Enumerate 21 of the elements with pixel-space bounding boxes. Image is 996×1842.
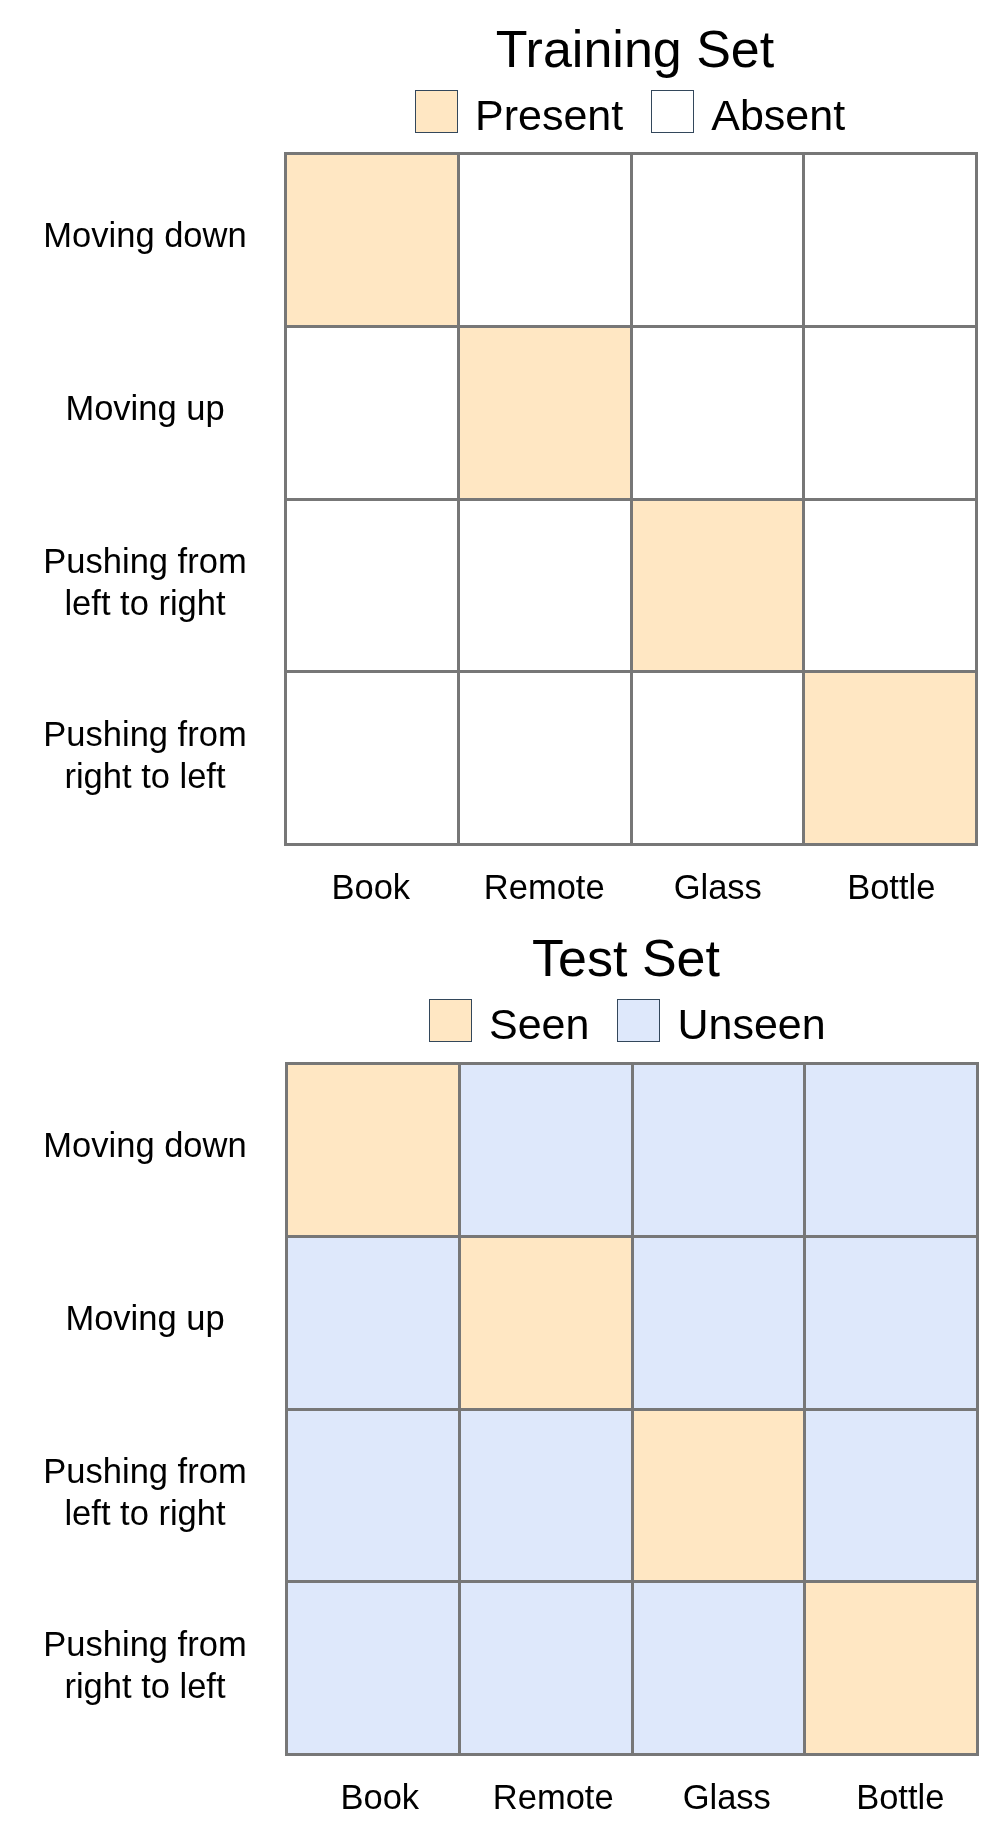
column-label: Book xyxy=(331,867,411,908)
row-label: Moving down xyxy=(42,1124,248,1166)
panel-title: Test Set xyxy=(532,932,720,984)
column-label: Glass xyxy=(673,867,762,908)
column-label: Bottle xyxy=(847,867,936,908)
row-label: Pushing from left to right xyxy=(42,1450,248,1534)
row-label: Pushing from left to right xyxy=(42,540,248,624)
legend-label: Present xyxy=(475,94,624,137)
legend-label: Absent xyxy=(711,94,846,137)
column-label: Glass xyxy=(682,1777,771,1818)
row-label: Pushing from right to left xyxy=(42,1624,248,1708)
column-label: Bottle xyxy=(856,1777,945,1818)
row-label: Pushing from right to left xyxy=(42,714,248,798)
row-label: Moving down xyxy=(42,214,248,256)
row-label: Moving up xyxy=(64,388,226,430)
column-label: Remote xyxy=(492,1777,614,1818)
legend-label: Unseen xyxy=(677,1003,826,1046)
legend-label: Seen xyxy=(489,1003,590,1046)
column-label: Remote xyxy=(483,867,605,908)
column-label: Book xyxy=(340,1777,420,1818)
row-label: Moving up xyxy=(64,1298,226,1340)
